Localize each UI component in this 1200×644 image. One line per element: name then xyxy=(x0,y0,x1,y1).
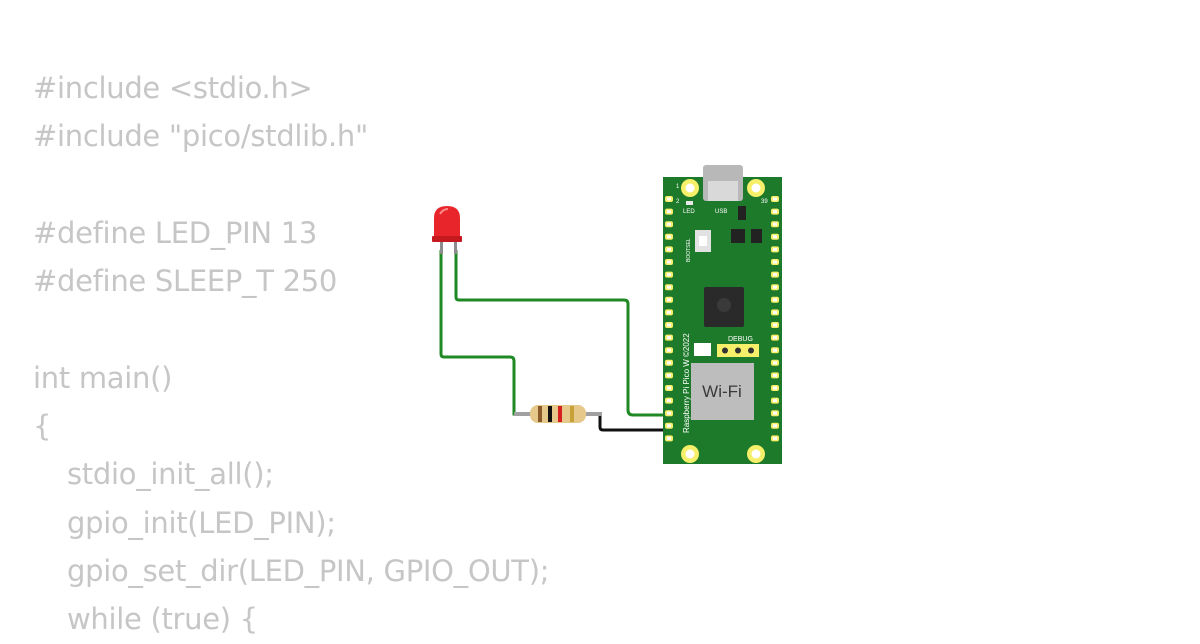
pin-hole xyxy=(667,310,671,314)
code-line: int main() xyxy=(33,360,173,395)
pin-hole xyxy=(773,361,777,365)
code-line: #include "pico/stdlib.h" xyxy=(33,119,368,154)
pin-hole xyxy=(773,260,777,264)
pin-hole xyxy=(773,424,777,428)
pin-hole xyxy=(773,197,777,201)
resistor[interactable] xyxy=(514,405,602,423)
pin-hole xyxy=(773,273,777,277)
pin-hole xyxy=(773,411,777,415)
wifi-label: Wi-Fi xyxy=(702,382,742,401)
pin-hole xyxy=(773,373,777,377)
pin-hole xyxy=(773,247,777,251)
led-label: LED xyxy=(683,209,695,215)
pin-hole xyxy=(667,260,671,264)
code-line: { xyxy=(33,409,52,444)
pin-1-label: 1 xyxy=(676,184,680,190)
smd-component xyxy=(731,229,745,243)
pin-hole xyxy=(667,285,671,289)
pin-hole xyxy=(667,399,671,403)
pin-hole xyxy=(667,336,671,340)
pin-hole xyxy=(773,336,777,340)
wifi-module xyxy=(691,363,754,420)
wire-led-anode xyxy=(454,250,668,417)
pin-hole xyxy=(773,222,777,226)
debug-label: DEBUG xyxy=(728,336,753,343)
pin-hole xyxy=(773,348,777,352)
pin-headers xyxy=(665,196,779,442)
code-line: #define LED_PIN 13 xyxy=(33,215,318,250)
code-line: #include <stdio.h> xyxy=(33,71,313,105)
pin-hole xyxy=(667,247,671,251)
pin-hole xyxy=(667,222,671,226)
pin-hole xyxy=(667,361,671,365)
usb-label: USB xyxy=(715,209,727,215)
wire-led-cathode xyxy=(439,250,530,416)
red-led[interactable] xyxy=(432,206,462,254)
code-line: #define SLEEP_T 250 xyxy=(33,264,338,299)
pico-w-board[interactable]: 1 2 39 LED USB BOOTSEL DEBUG Wi-Fi Raspb… xyxy=(663,165,782,464)
pin-hole xyxy=(773,436,777,440)
pin-hole xyxy=(667,386,671,390)
circuit-diagram: 1 2 39 LED USB BOOTSEL DEBUG Wi-Fi Raspb… xyxy=(432,165,782,464)
code-listing: #include <stdio.h> #include "pico/stdlib.… xyxy=(33,64,550,644)
pin-hole xyxy=(667,273,671,277)
pin-hole xyxy=(667,235,671,239)
mounting-holes xyxy=(681,179,765,463)
pin-hole xyxy=(773,285,777,289)
pin-hole xyxy=(773,323,777,327)
raspberry-logo-icon xyxy=(717,298,731,312)
code-line: stdio_init_all(); xyxy=(67,457,274,492)
pin-hole xyxy=(667,298,671,302)
pin-hole xyxy=(667,197,671,201)
pin-hole xyxy=(667,210,671,214)
pin-hole xyxy=(667,436,671,440)
smd-component xyxy=(751,229,762,243)
pin-2-label: 2 xyxy=(676,199,680,205)
pin-hole xyxy=(667,411,671,415)
smd-component xyxy=(738,206,746,220)
pin-hole xyxy=(773,210,777,214)
pin-hole xyxy=(773,399,777,403)
pin-hole xyxy=(773,235,777,239)
pin-hole xyxy=(667,348,671,352)
onboard-led xyxy=(686,201,693,205)
pin-hole xyxy=(667,373,671,377)
pin-hole xyxy=(773,298,777,302)
pin-39-label: 39 xyxy=(761,199,768,205)
wire-ground xyxy=(590,412,668,432)
pin-hole xyxy=(667,424,671,428)
bootsel-label: BOOTSEL xyxy=(686,238,692,262)
code-line: gpio_set_dir(LED_PIN, GPIO_OUT); xyxy=(67,553,550,588)
pin-hole xyxy=(667,323,671,327)
board-name-label: Raspberry Pi Pico W ©2022 xyxy=(682,333,691,433)
pin-hole xyxy=(773,386,777,390)
code-line: gpio_init(LED_PIN); xyxy=(67,505,336,540)
pin-hole xyxy=(773,310,777,314)
debug-marker xyxy=(694,343,711,356)
